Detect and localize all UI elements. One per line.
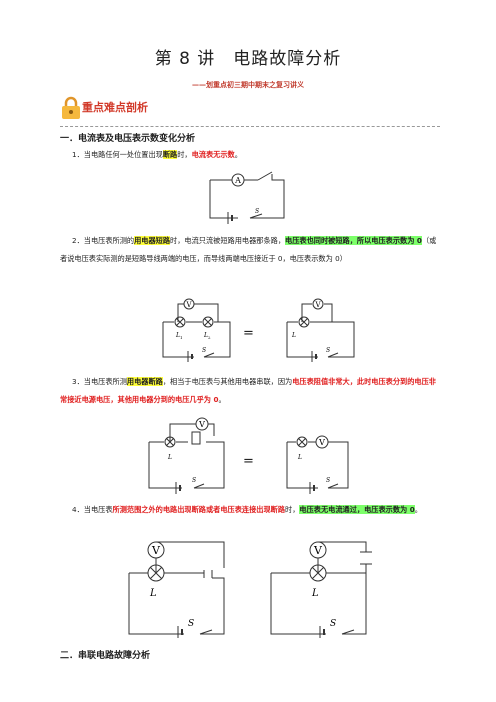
equals-sign-1: = [243, 326, 254, 341]
svg-text:V: V [198, 420, 205, 429]
svg-text:S: S [326, 477, 330, 484]
svg-text:1: 1 [180, 335, 183, 340]
circuit-diagram-4-left: V L S [128, 541, 225, 638]
svg-text:L: L [149, 588, 157, 599]
svg-text:L: L [203, 332, 208, 339]
svg-text:2: 2 [208, 335, 211, 340]
svg-text:L: L [297, 454, 302, 461]
page-subtitle: ——划重点初三期中期末之复习讲义 [192, 81, 304, 89]
svg-text:L: L [291, 332, 296, 339]
svg-text:V: V [313, 544, 323, 557]
svg-text:L: L [167, 454, 172, 461]
svg-text:S: S [188, 619, 194, 629]
svg-text:S: S [192, 477, 196, 484]
svg-text:L: L [175, 332, 180, 339]
paragraph-2: 2．当电压表所测的用电器短路时，电流只流被短路用电器那条路，电压表也同时被短路，… [60, 236, 437, 263]
paragraph-3: 3．当电压表所测用电器断路，相当于电压表与其他用电器串联，因为电压表阻值非常大，… [60, 377, 436, 404]
svg-text:V: V [318, 438, 325, 447]
paragraph-4: 4．当电压表所测范围之外的电路出现断路或者电压表连接出现断路时，电压表无电流通过… [72, 505, 422, 514]
key-points-banner: 重点难点剖析 [60, 96, 180, 120]
circuit-diagram-1: A S [209, 171, 285, 224]
svg-text:S: S [326, 347, 330, 354]
circuit-diagram-2-right: V L S [286, 298, 355, 362]
lock-icon [62, 96, 80, 119]
section-heading-2: 二．串联电路故障分析 [60, 651, 151, 661]
paragraph-1: 1．当电路任何一处位置出现断路时，电流表无示数。 [72, 150, 242, 159]
banner-label: 重点难点剖析 [82, 101, 148, 114]
circuit-diagram-3-left: V L S [148, 417, 225, 494]
svg-text:V: V [185, 301, 192, 309]
svg-text:S: S [202, 347, 206, 354]
svg-text:V: V [151, 544, 161, 557]
circuit-diagram-4-right: V L S [270, 541, 372, 638]
circuit-diagram-3-right: V L S [286, 435, 349, 494]
svg-text:V: V [314, 301, 321, 309]
section-heading-1: 一．电流表及电压表示数变化分析 [60, 134, 196, 144]
ammeter-label: A [234, 176, 241, 185]
page-title: 第 8 讲 电路故障分析 [154, 49, 342, 69]
equals-sign-2: = [243, 454, 254, 469]
svg-text:L: L [311, 588, 319, 599]
svg-text:S: S [330, 619, 336, 629]
switch-label: S [255, 208, 259, 215]
divider [60, 126, 440, 127]
